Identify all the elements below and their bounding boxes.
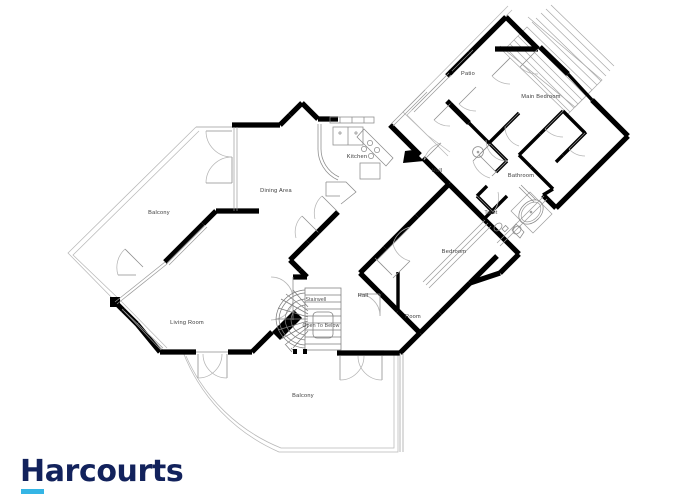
label-patio: Patio [461, 71, 475, 77]
door-kitchen [294, 195, 339, 239]
harcourts-logo: Harcourts [20, 456, 250, 496]
label-hall-lower: Hall [358, 293, 369, 299]
door-room [357, 293, 381, 317]
label-toilet: Toilet [484, 210, 497, 216]
door-toilet [476, 191, 499, 213]
harcourts-wordmark: Harcourts [20, 454, 184, 489]
door-bedroom [374, 226, 411, 279]
label-living-room: Living Room [170, 320, 204, 326]
balcony-south-outline [182, 351, 399, 453]
harcourts-underline-accent [21, 489, 44, 494]
door-balcony-west [116, 248, 144, 276]
door-living-balcony [196, 351, 228, 379]
label-bathroom: Bathroom [508, 173, 534, 179]
door-room-balcony [339, 355, 383, 381]
room-labels: Patio Main Bedroom Bathroom Toilet Bedro… [148, 71, 560, 399]
door-hall-upper [423, 142, 442, 161]
label-kitchen: Kitchen [347, 154, 367, 160]
staircase [275, 287, 342, 354]
door-main-bedroom [433, 48, 586, 157]
door-dining-balcony [205, 130, 233, 184]
label-room: Room [405, 314, 421, 320]
label-hall-upper: Hall [432, 168, 443, 174]
label-balcony-south: Balcony [292, 393, 314, 399]
label-bedroom: Bedroom [442, 249, 467, 255]
kitchen-fixtures [317, 116, 394, 205]
label-stairwell: Stairwell [305, 297, 326, 303]
bathroom-fixtures [472, 143, 553, 239]
label-main-bedroom: Main Bedroom [521, 94, 560, 100]
label-open-to-below: Open To Below [302, 323, 339, 329]
glazing-lines [114, 49, 548, 452]
label-dining-area: Dining Area [260, 188, 292, 194]
label-balcony-west: Balcony [148, 210, 170, 216]
